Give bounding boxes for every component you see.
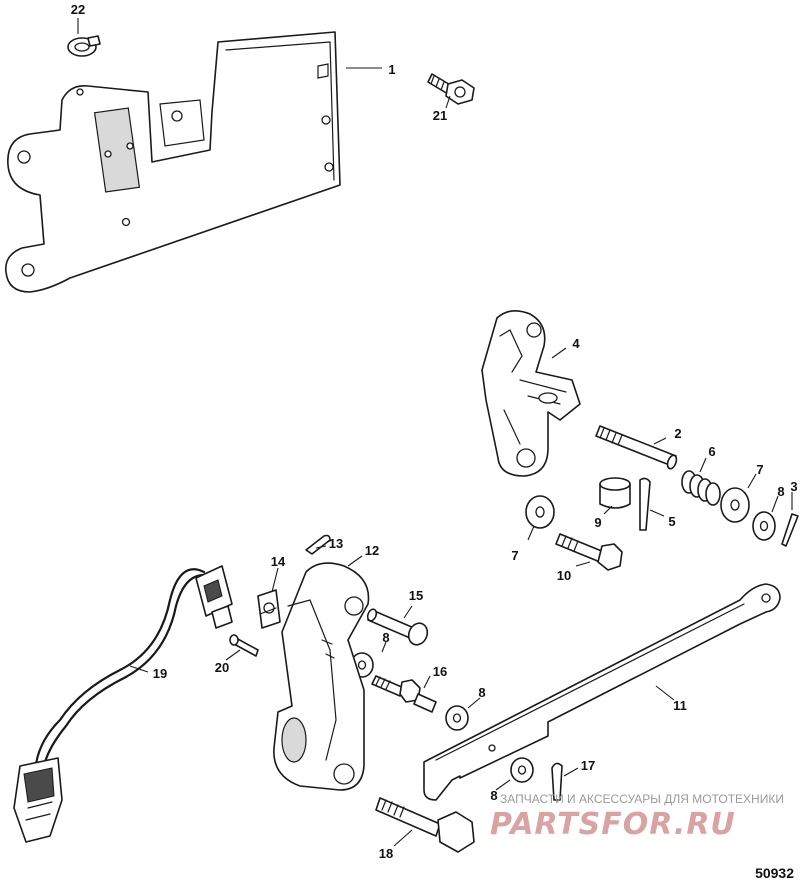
part-3-cotter-pin <box>781 513 799 547</box>
part-13-cotter-pin <box>305 534 331 555</box>
callout-13: 13 <box>329 536 343 551</box>
part-14-bracket-plate <box>257 589 281 629</box>
callout-21: 21 <box>433 108 447 123</box>
callout-10: 10 <box>557 568 571 583</box>
callout-8-a: 8 <box>777 484 784 499</box>
part-22-clip <box>67 35 101 57</box>
watermark-tagline: ЗАПЧАСТИ И АКСЕССУАРЫ ДЛЯ МОТОТЕХНИКИ <box>500 792 784 806</box>
part-5-cotter-pin <box>639 477 651 531</box>
callout-8-c: 8 <box>478 685 485 700</box>
part-17-cotter-pin <box>551 762 563 801</box>
watermark-logo: PARTSFOR.RU <box>490 807 736 842</box>
callout-15: 15 <box>409 588 423 603</box>
part-7-washer-left <box>525 495 555 529</box>
callout-14: 14 <box>271 554 286 569</box>
part-16-stud <box>371 675 437 713</box>
part-7-washer-right <box>720 487 750 523</box>
callout-1: 1 <box>388 62 395 77</box>
watermark: ЗАПЧАСТИ И АКСЕССУАРЫ ДЛЯ МОТОТЕХНИКИ PA… <box>490 792 784 842</box>
part-6-spring <box>681 470 721 506</box>
part-8-washer-a <box>752 511 776 541</box>
callout-8-d: 8 <box>490 788 497 803</box>
part-1-mounting-plate <box>5 31 341 293</box>
callout-9: 9 <box>594 515 601 530</box>
callout-7-right: 7 <box>756 462 763 477</box>
part-2-pin <box>595 425 678 470</box>
part-19-wiring-harness <box>13 565 233 843</box>
callout-6: 6 <box>708 444 715 459</box>
part-15-pin <box>366 608 429 646</box>
part-12-lever-arm <box>273 562 370 791</box>
callout-12: 12 <box>365 543 379 558</box>
part-20-screw <box>229 634 259 657</box>
callout-5: 5 <box>668 514 675 529</box>
callout-labels: 1 2 3 4 5 6 7 7 8 8 8 8 9 10 11 12 13 14… <box>71 2 798 861</box>
callout-11: 11 <box>673 698 687 713</box>
callout-18: 18 <box>379 846 393 861</box>
part-10-bolt <box>555 533 623 571</box>
callout-7-left: 7 <box>511 548 518 563</box>
part-8-washer-c <box>445 705 469 731</box>
callout-19: 19 <box>153 666 167 681</box>
part-4-bracket <box>481 310 581 477</box>
callout-3: 3 <box>790 479 797 494</box>
callout-22: 22 <box>71 2 85 17</box>
callout-17: 17 <box>581 758 595 773</box>
callout-2: 2 <box>674 426 681 441</box>
part-21-bolt <box>427 73 475 105</box>
part-11-link-bar <box>423 583 781 801</box>
callout-4: 4 <box>572 336 580 351</box>
callout-16: 16 <box>433 664 447 679</box>
part-8-washer-d <box>510 757 534 783</box>
diagram-number: 50932 <box>755 865 794 881</box>
part-9-bushing <box>599 477 631 509</box>
part-18-shoulder-bolt <box>375 797 475 853</box>
leader-lines <box>77 18 793 847</box>
callout-20: 20 <box>215 660 229 675</box>
callout-8-b: 8 <box>382 630 389 645</box>
